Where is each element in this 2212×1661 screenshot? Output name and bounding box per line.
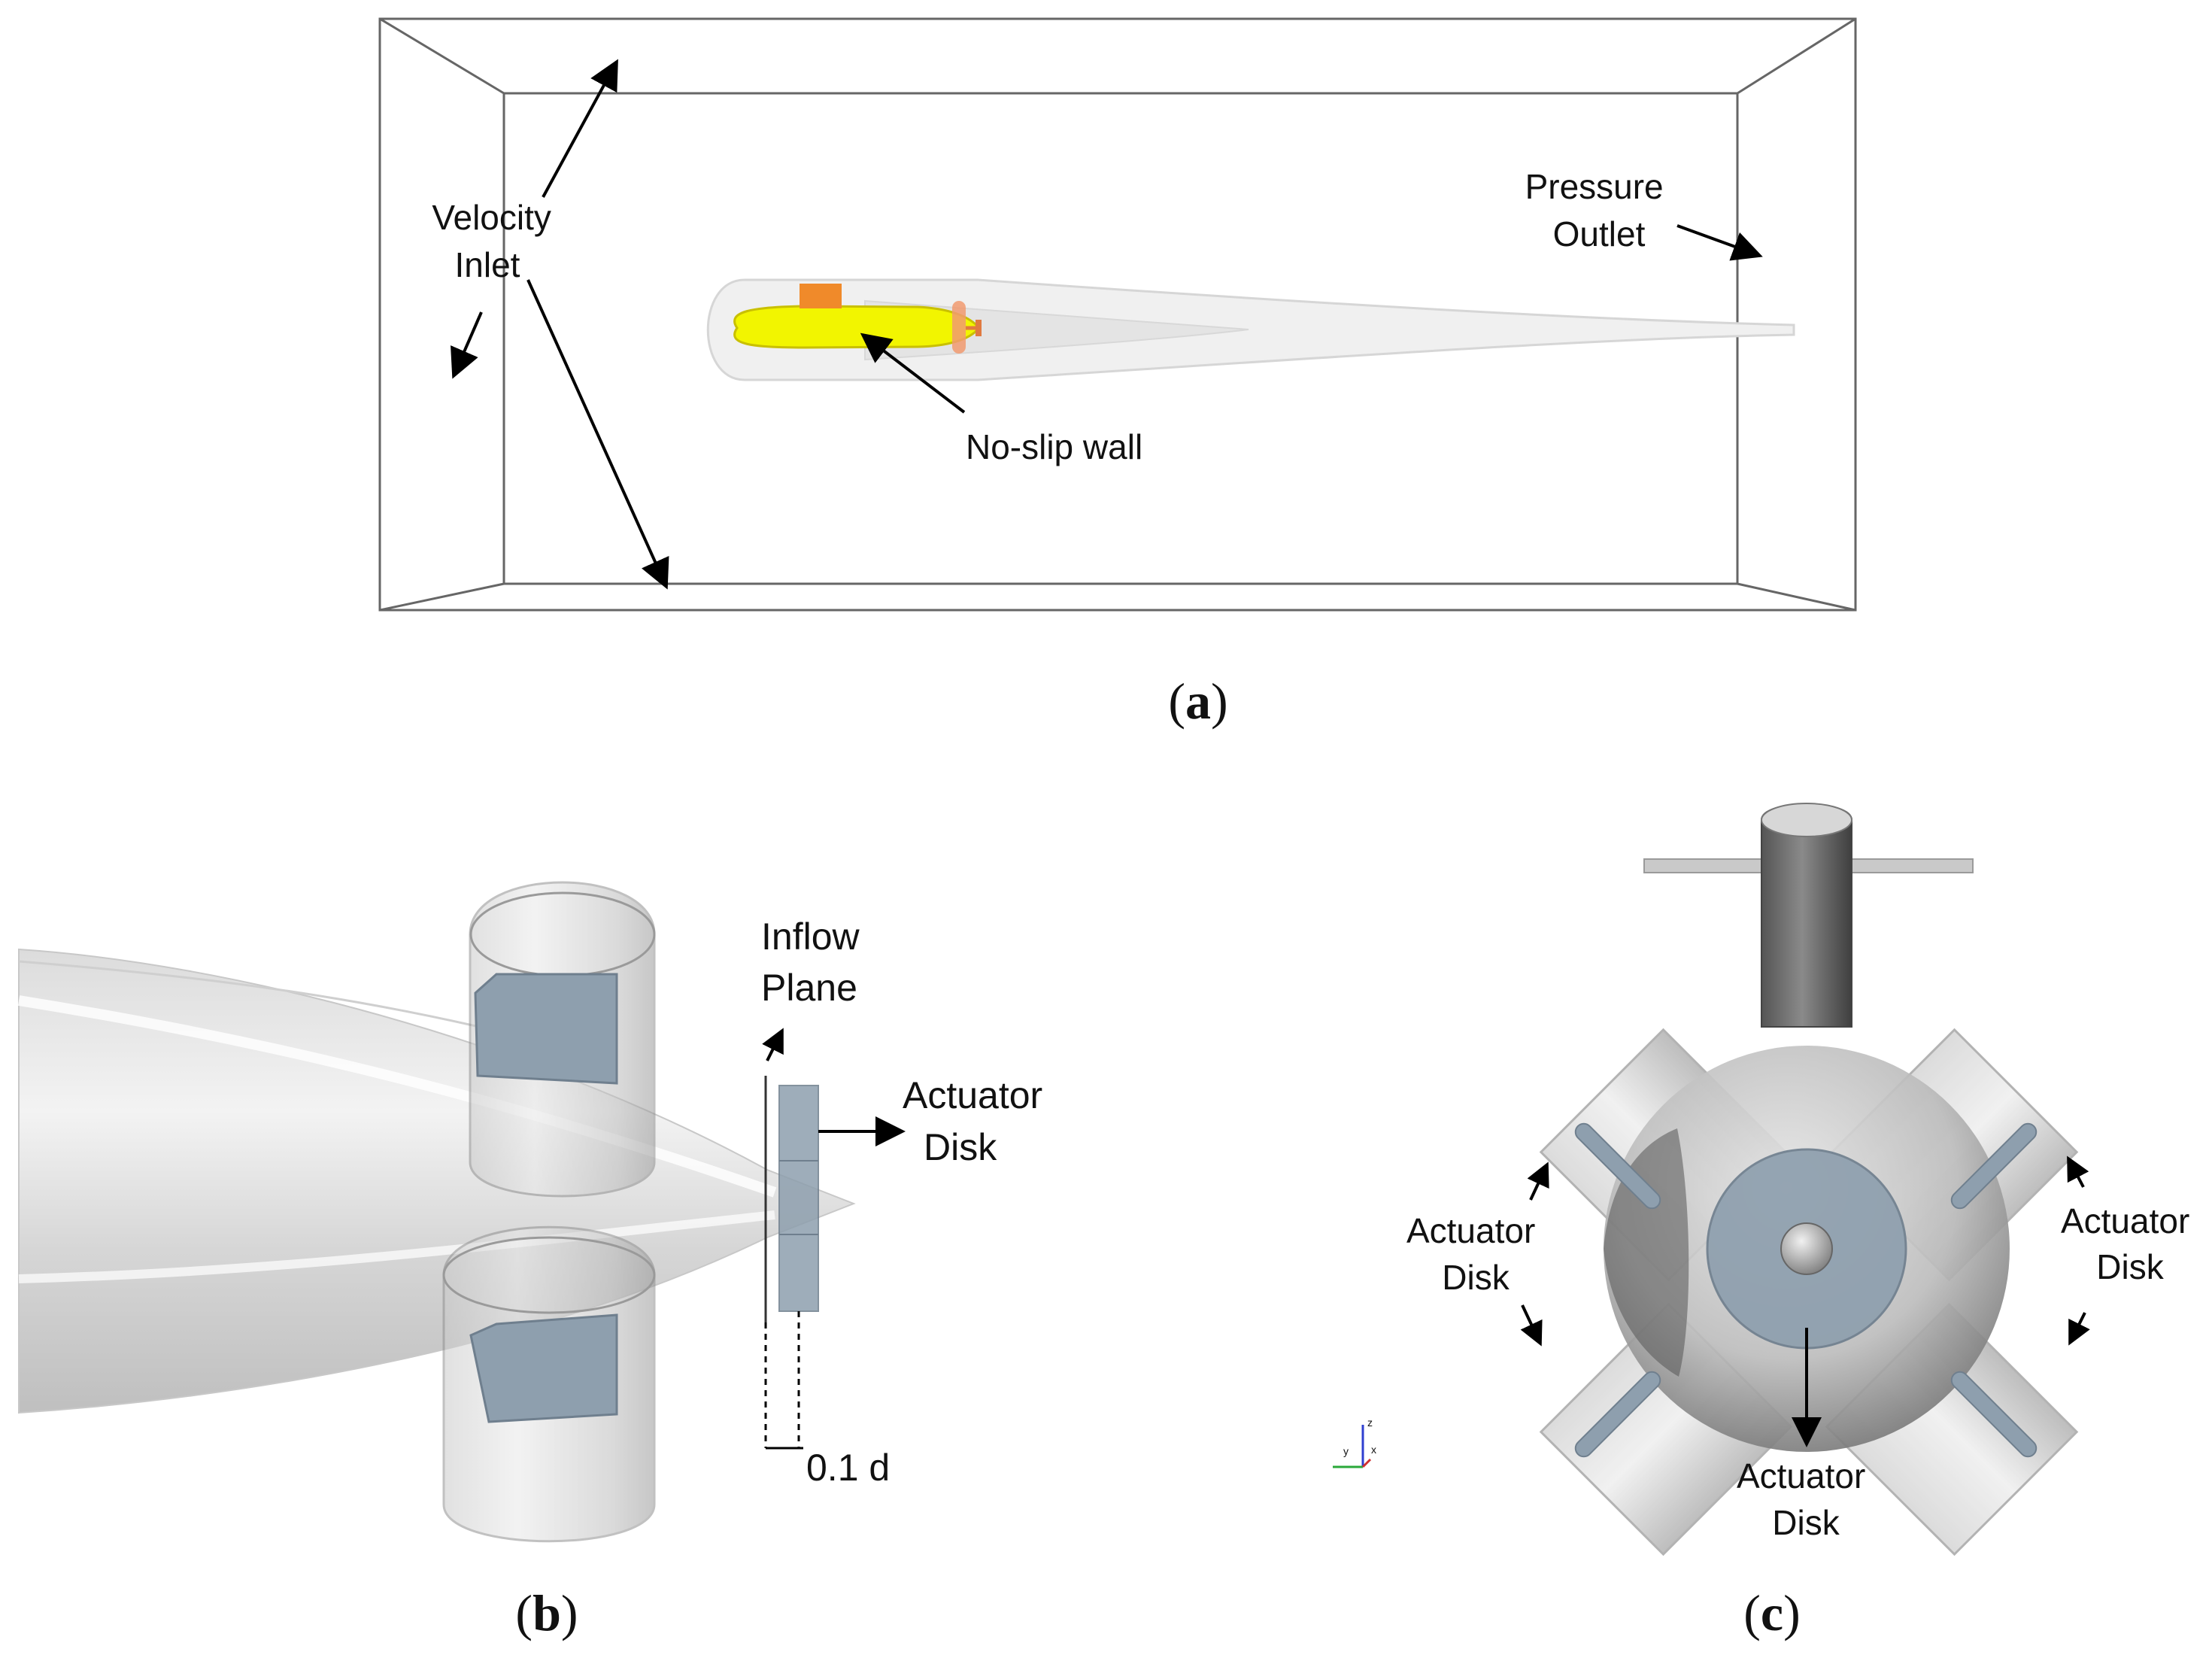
submarine-hull [733,284,982,354]
inflow-plane-label: Inflow Plane [761,916,870,1009]
duct-blades [1574,1122,2038,1458]
no-slip-wall-arrow [860,333,966,414]
sail [800,284,842,308]
domain-box [378,17,1857,612]
lower-thruster-duct [442,1225,656,1543]
hull-tail-cone [17,948,856,1414]
lower-actuator-disk [469,1313,618,1423]
actuator-disk-arrows-right [2067,1155,2090,1346]
pressure-outlet-label: Pressure Outlet [1525,167,1673,254]
sail-c [1761,803,1852,1028]
velocity-inlet-arrows [451,59,669,590]
axis-label-y: y [1343,1445,1349,1457]
upper-actuator-disk [474,973,618,1085]
caption-c: (c) [1743,1584,1801,1641]
offset-dimension [764,1311,803,1450]
pressure-outlet-arrow [1676,224,1763,261]
upper-thruster-duct [469,881,656,1198]
panel-a: Velocity Inlet Pressure Outlet No-slip w… [378,17,1857,730]
actuator-disk-label-b: Actuator Disk [903,1074,1053,1168]
panel-b: Inflow Plane Actuator Disk 0.1 d (b) [17,881,1053,1641]
panel-c: Actuator Disk Actuator Disk Actuator Dis… [1333,803,2199,1641]
axis-triad: z y x [1333,1417,1376,1468]
no-slip-wall-label: No-slip wall [966,427,1142,466]
offset-label: 0.1 d [806,1447,890,1489]
actuator-disk-label-bottom: Actuator Disk [1737,1456,1875,1542]
tail-actuator-disk [778,1085,819,1312]
hub [1780,1222,1833,1275]
thruster-duct [952,301,966,354]
axis-label-x: x [1371,1444,1376,1456]
actuator-disk-arrows-left [1520,1161,1549,1347]
inflow-plane [762,1028,784,1322]
axis-label-z: z [1367,1417,1373,1429]
caption-a: (a) [1168,673,1227,730]
actuator-disk-label-right: Actuator Disk [2061,1201,2199,1286]
caption-b: (b) [515,1584,578,1641]
actuator-disk-label-left: Actuator Disk [1406,1211,1545,1297]
velocity-inlet-label: Velocity Inlet [432,198,560,284]
